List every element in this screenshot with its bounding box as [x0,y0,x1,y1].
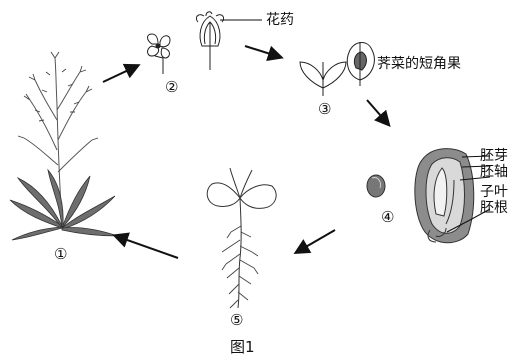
short-silique-illustration [300,42,374,96]
seed-illustration [367,175,385,197]
cycle-arrows [103,46,388,258]
seedling-illustration [207,168,276,308]
label-radicle: 胚根 [480,200,508,216]
figure-caption: 图1 [230,338,255,356]
stage-number-5: ⑤ [230,311,243,329]
seed-section-illustration [415,149,474,243]
stage-number-1: ① [54,245,67,263]
label-cotyledon: 子叶 [480,184,508,200]
label-anther: 花药 [266,12,294,28]
stage-number-2: ② [165,78,178,96]
mature-plant-illustration [10,52,118,240]
stage-number-3: ③ [318,100,331,118]
flower-illustration [148,12,224,74]
stage-number-4: ④ [381,208,394,226]
label-short-silique: 荠菜的短角果 [377,56,461,72]
label-plumule: 胚芽 [480,148,508,164]
label-hypocotyl: 胚轴 [480,164,508,180]
